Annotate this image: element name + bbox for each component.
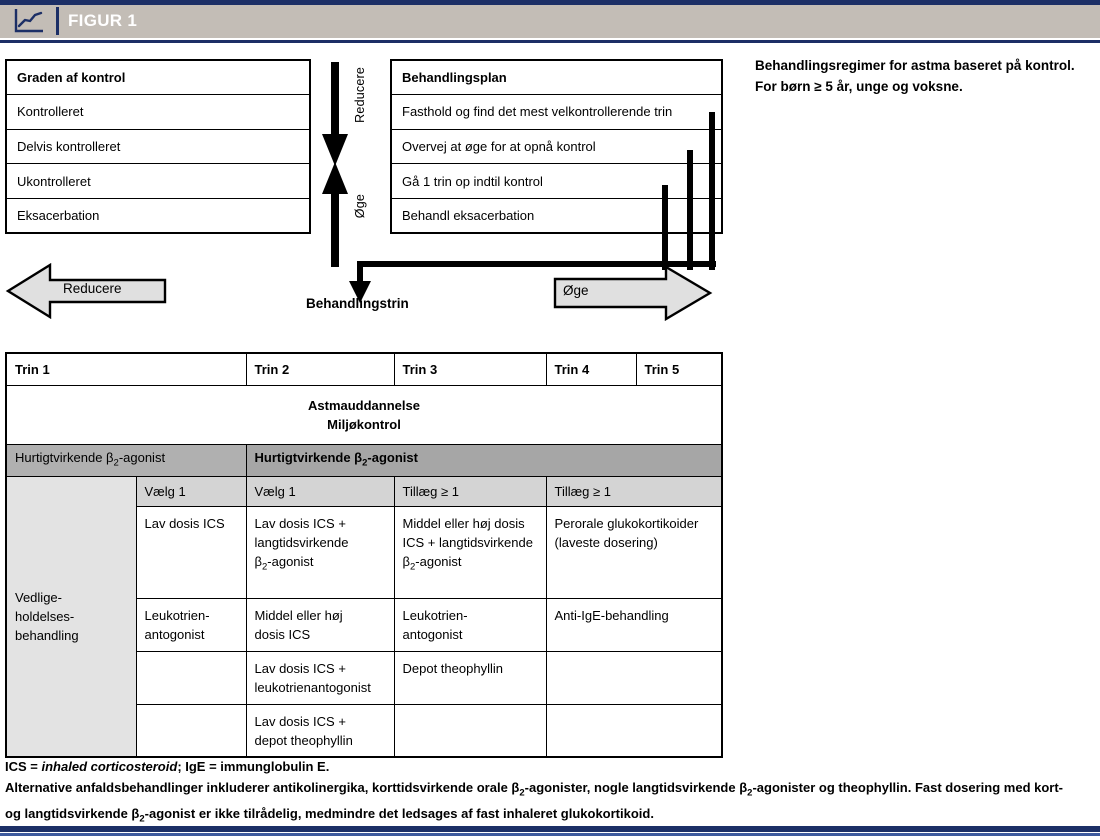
table-row: Delvis kontrolleret bbox=[5, 128, 311, 165]
figure-caption: Behandlingsregimer for astma baseret på … bbox=[755, 55, 1095, 97]
control-row-controlled: Kontrolleret bbox=[5, 94, 311, 130]
treatment-cell-r4c4 bbox=[393, 703, 547, 758]
table-row-saba: Hurtigtvirkende β2-agonist Hurtigtvirken… bbox=[5, 443, 723, 477]
footnote-abbreviations: ICS = inhaled corticosteroid; IgE = immu… bbox=[5, 757, 1095, 778]
header-bottom-rule bbox=[0, 40, 1100, 43]
footnote-ige-label: ; IgE = immunglobulin E. bbox=[177, 759, 330, 774]
footnote-alternatives: Alternative anfaldsbehandlinger inkluder… bbox=[5, 779, 1064, 825]
treatment-cell-r2c5: Anti-IgE-behandling bbox=[545, 597, 723, 652]
table-row: Lav dosis ICS Lav dosis ICS +langtidsvir… bbox=[6, 505, 723, 599]
education-line-2: Miljøkontrol bbox=[327, 417, 401, 432]
increase-arrow-label: Øge bbox=[563, 283, 589, 298]
treatment-cell-r4c2 bbox=[135, 703, 247, 758]
maintenance-label-line-1: Vedlige- bbox=[15, 590, 62, 606]
table-row: Graden af kontrol bbox=[5, 59, 311, 96]
header-divider bbox=[56, 7, 59, 35]
table-row: Lav dosis ICS +depot theophyllin bbox=[6, 703, 723, 758]
treatment-cell-r3c5 bbox=[545, 650, 723, 705]
vertical-arrow-label-reducere: Reducere bbox=[353, 67, 367, 123]
table-row: Behandl eksacerbation bbox=[390, 197, 723, 234]
table-row: Fasthold og find det mest velkontrollere… bbox=[390, 94, 723, 130]
table-row: Eksacerbation bbox=[5, 197, 311, 234]
table-row-steps: Trin 1 Trin 2 Trin 3 Trin 4 Trin 5 bbox=[5, 352, 723, 386]
treatment-cell-r1c5: Perorale glukokortikoider(laveste doseri… bbox=[545, 505, 723, 599]
table-row: Lav dosis ICS +leukotrienantogonist Depo… bbox=[6, 650, 723, 705]
treatment-cell-r3c2 bbox=[135, 650, 247, 705]
pick-cell-step2: Vælg 1 bbox=[135, 475, 247, 507]
maintenance-label-line-2: holdelses- bbox=[15, 609, 75, 625]
treatment-cell-r4c5 bbox=[545, 703, 723, 758]
plan-row-treat-exacerbation: Behandl eksacerbation bbox=[390, 197, 723, 234]
maintenance-label-line-3: behandling bbox=[15, 628, 79, 644]
pick-cell-step3: Vælg 1 bbox=[245, 475, 395, 507]
treatment-cell-r4c3: Lav dosis ICS +depot theophyllin bbox=[245, 703, 395, 758]
vertical-double-arrow bbox=[322, 62, 348, 267]
saba-cell-left: Hurtigtvirkende β2-agonist bbox=[5, 443, 247, 477]
pick-cell-step5: Tillæg ≥ 1 bbox=[545, 475, 723, 507]
step-bar-4 bbox=[687, 150, 693, 270]
footnote-ics-label: ICS = bbox=[5, 759, 42, 774]
asthma-step-table: Trin 1 Trin 2 Trin 3 Trin 4 Trin 5 Astma… bbox=[5, 352, 723, 758]
table-row: Ukontrolleret bbox=[5, 163, 311, 199]
pick-cell-step4: Tillæg ≥ 1 bbox=[393, 475, 547, 507]
vertical-arrow-label-oge: Øge bbox=[353, 194, 367, 219]
footer-rule-secondary bbox=[0, 833, 1100, 836]
step-header-3: Trin 3 bbox=[393, 352, 547, 386]
baseline-elbow-arrow bbox=[349, 261, 716, 303]
treatment-cell-r3c3: Lav dosis ICS +leukotrienantogonist bbox=[245, 650, 395, 705]
footnote-ics-italic: inhaled corticosteroid bbox=[41, 759, 178, 774]
step-header-1: Trin 1 bbox=[5, 352, 247, 386]
axis-label-behandlingstrin: Behandlingstrin bbox=[306, 296, 409, 311]
education-line-1: Astmauddannelse bbox=[308, 398, 420, 413]
table-row: Kontrolleret bbox=[5, 94, 311, 130]
header-top-rule bbox=[0, 0, 1100, 5]
control-row-exacerbation: Eksacerbation bbox=[5, 197, 311, 234]
step-header-2: Trin 2 bbox=[245, 352, 395, 386]
control-level-table: Graden af kontrol Kontrolleret Delvis ko… bbox=[5, 59, 311, 234]
education-cell: Astmauddannelse Miljøkontrol bbox=[5, 384, 723, 445]
maintenance-label-cell: Vedlige- holdelses- behandling bbox=[5, 475, 137, 758]
treatment-cell-r2c4: Leukotrien-antogonist bbox=[393, 597, 547, 652]
step-header-5: Trin 5 bbox=[635, 352, 723, 386]
plan-row-maintain: Fasthold og find det mest velkontrollere… bbox=[390, 94, 723, 130]
treatment-cell-r1c2: Lav dosis ICS bbox=[135, 505, 247, 599]
footnotes: ICS = inhaled corticosteroid; IgE = immu… bbox=[5, 757, 1095, 830]
table-row: Gå 1 trin op indtil kontrol bbox=[390, 163, 723, 199]
reduce-arrow-label: Reducere bbox=[63, 281, 122, 296]
step-header-4: Trin 4 bbox=[545, 352, 637, 386]
line-chart-icon bbox=[11, 6, 47, 36]
control-row-partly: Delvis kontrolleret bbox=[5, 128, 311, 165]
caption-line-1: Behandlingsregimer for astma baseret på … bbox=[755, 58, 1075, 73]
table-row-education: Astmauddannelse Miljøkontrol bbox=[5, 384, 723, 445]
control-table-header: Graden af kontrol bbox=[5, 59, 311, 96]
footer-rule bbox=[0, 826, 1100, 832]
header-band bbox=[0, 5, 1100, 38]
plan-table-header: Behandlingsplan bbox=[390, 59, 723, 96]
figure-title: FIGUR 1 bbox=[68, 11, 138, 30]
reduce-arrow-shape bbox=[5, 263, 167, 319]
table-row-pick: Vedlige- holdelses- behandling Vælg 1 Væ… bbox=[5, 475, 723, 758]
treatment-plan-table: Behandlingsplan Fasthold og find det mes… bbox=[390, 59, 723, 234]
control-row-uncontrolled: Ukontrolleret bbox=[5, 163, 311, 199]
caption-line-2: For børn ≥ 5 år, unge og voksne. bbox=[755, 79, 963, 94]
table-row: Behandlingsplan bbox=[390, 59, 723, 96]
increase-arrow-shape bbox=[553, 265, 713, 321]
treatment-cell-r2c2: Leukotrien-antogonist bbox=[135, 597, 247, 652]
saba-cell-right: Hurtigtvirkende β2-agonist bbox=[245, 443, 723, 477]
table-row: Overvej at øge for at opnå kontrol bbox=[390, 128, 723, 165]
step-bar-3 bbox=[662, 185, 668, 270]
step-bar-5 bbox=[709, 112, 715, 270]
plan-row-consider-step-up: Overvej at øge for at opnå kontrol bbox=[390, 128, 723, 165]
plan-row-step-up: Gå 1 trin op indtil kontrol bbox=[390, 163, 723, 199]
treatment-cell-r3c4: Depot theophyllin bbox=[393, 650, 547, 705]
